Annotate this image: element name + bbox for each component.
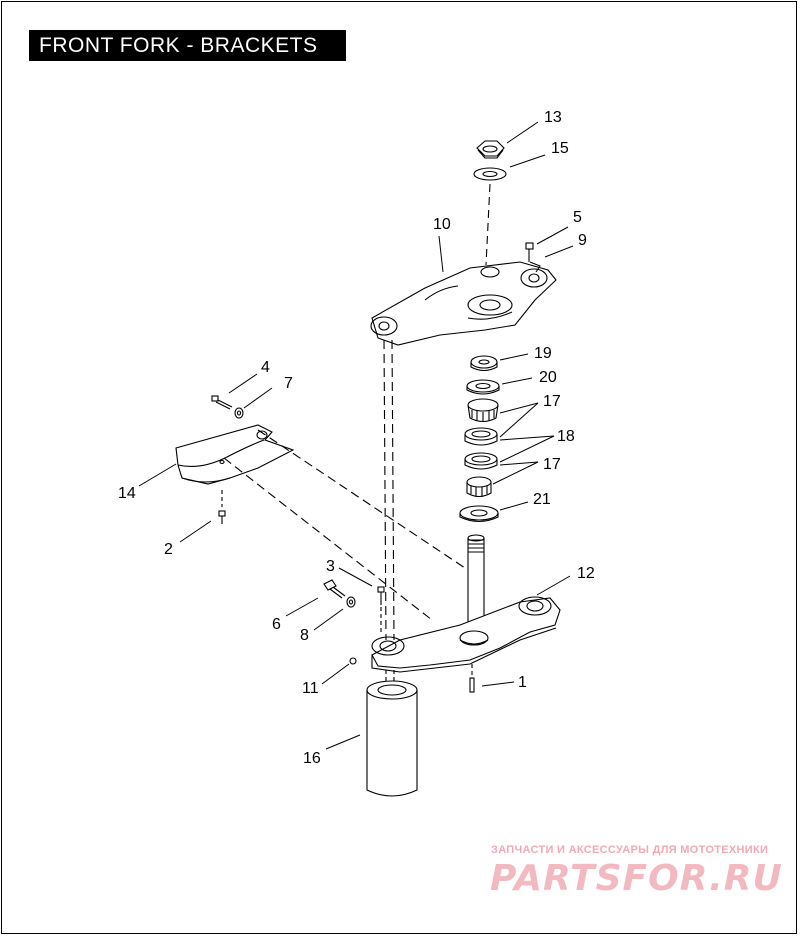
- callout-12: 12: [577, 565, 595, 582]
- part-19-locknut[interactable]: [470, 355, 498, 372]
- part-2-screw[interactable]: [218, 490, 226, 524]
- part-12-lower-bracket[interactable]: [371, 534, 561, 673]
- part-20-washer[interactable]: [466, 379, 500, 395]
- callout-6: 6: [272, 616, 281, 633]
- part-8-washer[interactable]: [346, 596, 356, 608]
- callout-16: 16: [303, 750, 321, 767]
- callout-7: 7: [284, 375, 293, 392]
- part-9-clip[interactable]: [529, 261, 541, 273]
- part-18-upper-race[interactable]: [464, 427, 498, 446]
- callout-21: 21: [533, 491, 551, 508]
- callout-18: 18: [557, 428, 575, 445]
- callout-5: 5: [573, 209, 582, 226]
- callout-2: 2: [164, 541, 173, 558]
- part-10-upper-bracket[interactable]: [370, 261, 557, 346]
- watermark-logo: PARTSFOR.RU: [490, 858, 783, 899]
- watermark-tagline: ЗАПЧАСТИ И АКСЕССУАРЫ ДЛЯ МОТОТЕХНИКИ: [491, 844, 769, 856]
- part-16-fork-tube[interactable]: [366, 670, 418, 797]
- part-7-washer[interactable]: [234, 407, 244, 419]
- callout-9: 9: [578, 232, 587, 249]
- callout-1: 1: [518, 674, 527, 691]
- part-6-bolt[interactable]: [323, 579, 346, 599]
- callout-8: 8: [300, 627, 309, 644]
- callout-3: 3: [326, 558, 335, 575]
- callout-11: 11: [302, 680, 319, 697]
- part-5-screw[interactable]: [525, 242, 534, 262]
- part-4-screw[interactable]: [211, 395, 233, 410]
- part-17-lower-bearing[interactable]: [466, 476, 492, 498]
- part-15-washer[interactable]: [473, 167, 507, 181]
- part-21-seal[interactable]: [459, 505, 499, 523]
- callout-labels: 13 15 10 5 9 19 20 17 18 17 21 12 1 3 6 …: [118, 109, 595, 767]
- part-1-pin[interactable]: [469, 664, 475, 693]
- callout-20: 20: [539, 369, 557, 386]
- leader-lines: [138, 121, 574, 750]
- callout-4: 4: [261, 359, 270, 376]
- callout-17-upper: 17: [543, 393, 561, 410]
- callout-10: 10: [433, 216, 451, 233]
- callout-13: 13: [544, 109, 562, 126]
- part-17-upper-bearing[interactable]: [467, 398, 499, 423]
- part-14-cover[interactable]: [175, 424, 295, 485]
- callout-14: 14: [118, 485, 136, 502]
- page-title: FRONT FORK - BRACKETS: [29, 30, 346, 61]
- part-13-nut[interactable]: [476, 140, 505, 159]
- part-3-screw[interactable]: [377, 586, 385, 632]
- callout-19: 19: [534, 345, 552, 362]
- callout-17-lower: 17: [543, 456, 561, 473]
- part-11-plug[interactable]: [349, 657, 357, 665]
- callout-15: 15: [551, 140, 569, 157]
- part-18-lower-race[interactable]: [464, 452, 498, 470]
